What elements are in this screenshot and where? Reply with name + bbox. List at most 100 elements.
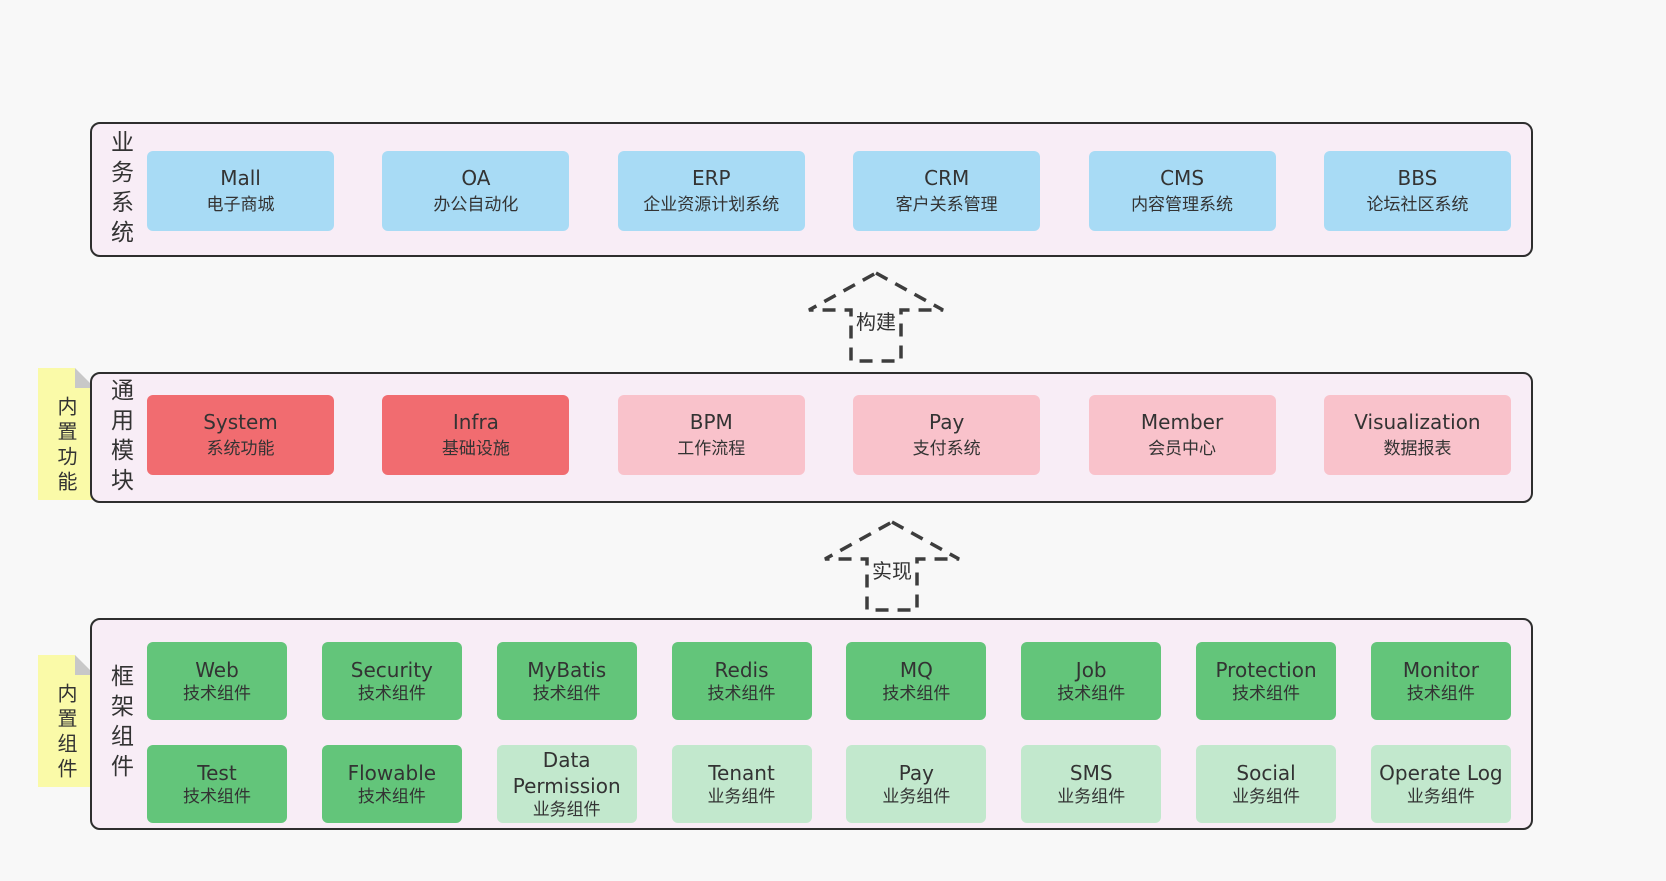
node-mall: Mall 电子商城 (147, 151, 334, 231)
node-title: Member (1140, 410, 1224, 435)
node-title: Pay (929, 410, 965, 435)
node-subtitle: 系统功能 (206, 439, 275, 460)
node-title: Flowable (347, 760, 437, 785)
node-subtitle: 技术组件 (183, 683, 251, 704)
node-title: SMS (1069, 760, 1113, 785)
node-title: Monitor (1402, 657, 1479, 682)
arrow-build: 构建 (806, 270, 946, 364)
node-member: Member 会员中心 (1088, 395, 1276, 475)
node-subtitle: 客户关系管理 (895, 195, 998, 216)
node-subtitle: 技术组件 (357, 786, 426, 807)
framework-components-row1: Web 技术组件 Security 技术组件 MyBatis 技术组件 Redi… (147, 642, 1511, 720)
node-subtitle: 业务组件 (707, 786, 776, 807)
node-subtitle: 基础设施 (441, 439, 510, 460)
node-title: Visualization (1354, 410, 1481, 435)
sticky-builtin-features-label: 内置功能 (54, 396, 78, 496)
node-pay: Pay 支付系统 (853, 395, 1041, 475)
node-job: Job 技术组件 (1021, 642, 1162, 720)
node-title: Security (350, 657, 433, 682)
common-modules-row: System 系统功能 Infra 基础设施 BPM 工作流程 Pay 支付系统… (147, 395, 1511, 475)
node-pay-biz: Pay 业务组件 (846, 745, 987, 823)
node-web: Web 技术组件 (147, 642, 287, 720)
band-framework-components: 框架组件 Web 技术组件 Security 技术组件 MyBatis 技术组件… (90, 618, 1533, 830)
node-subtitle: 业务组件 (1232, 786, 1301, 807)
node-bbs: BBS 论坛社区系统 (1323, 151, 1511, 231)
sticky-builtin-components: 内置组件 (38, 655, 95, 787)
framework-components-row2: Test 技术组件 Flowable 技术组件 Data Permission … (147, 745, 1511, 823)
node-subtitle: 电子商城 (206, 195, 275, 216)
node-crm: CRM 客户关系管理 (853, 151, 1041, 231)
node-title: MyBatis (527, 657, 607, 682)
node-flowable: Flowable 技术组件 (321, 745, 462, 823)
node-subtitle: 数据报表 (1383, 439, 1452, 460)
node-subtitle: 业务组件 (1406, 786, 1475, 807)
sticky-builtin-features: 内置功能 (38, 368, 95, 500)
node-subtitle: 业务组件 (532, 799, 601, 820)
node-subtitle: 技术组件 (1057, 683, 1126, 704)
node-test: Test 技术组件 (147, 745, 287, 823)
node-subtitle: 技术组件 (1406, 683, 1475, 704)
node-subtitle: 技术组件 (882, 683, 951, 704)
node-subtitle: 内容管理系统 (1131, 195, 1234, 216)
node-subtitle: 技术组件 (532, 683, 601, 704)
band-label-business-systems: 业务系统 (106, 129, 133, 250)
arrow-implement-label: 实现 (870, 555, 914, 584)
node-data-permission: Data Permission 业务组件 (496, 745, 637, 823)
node-subtitle: 企业资源计划系统 (643, 195, 780, 216)
business-systems-row: Mall 电子商城 OA 办公自动化 ERP 企业资源计划系统 CRM 客户关系… (147, 151, 1511, 231)
node-monitor: Monitor 技术组件 (1370, 642, 1511, 720)
node-title: Test (197, 760, 237, 785)
node-title: ERP (691, 166, 731, 191)
node-operate-log: Operate Log 业务组件 (1370, 745, 1511, 823)
node-bpm: BPM 工作流程 (617, 395, 805, 475)
node-infra: Infra 基础设施 (382, 395, 570, 475)
node-title: Operate Log (1379, 760, 1503, 785)
node-title: Web (195, 657, 239, 682)
node-system: System 系统功能 (147, 395, 334, 475)
node-title: System (203, 410, 278, 435)
node-title: Job (1075, 657, 1107, 682)
sticky-builtin-components-label: 内置组件 (54, 683, 78, 783)
node-title: CRM (924, 166, 970, 191)
node-title: CMS (1160, 166, 1205, 191)
node-tenant: Tenant 业务组件 (671, 745, 812, 823)
node-subtitle: 业务组件 (1057, 786, 1126, 807)
node-title: Protection (1215, 657, 1317, 682)
node-social: Social 业务组件 (1196, 745, 1337, 823)
band-label-framework-components: 框架组件 (106, 664, 133, 784)
node-erp: ERP 企业资源计划系统 (617, 151, 805, 231)
node-subtitle: 支付系统 (912, 439, 981, 460)
node-title: Pay (898, 760, 934, 785)
arrow-build-label: 构建 (854, 306, 898, 335)
node-title: Redis (714, 657, 769, 682)
band-common-modules: 通用模块 System 系统功能 Infra 基础设施 BPM 工作流程 Pay… (90, 372, 1533, 503)
node-title: BBS (1397, 166, 1438, 191)
node-protection: Protection 技术组件 (1196, 642, 1337, 720)
node-subtitle: 办公自动化 (433, 195, 519, 216)
node-subtitle: 技术组件 (357, 683, 426, 704)
node-subtitle: 会员中心 (1148, 439, 1217, 460)
node-subtitle: 业务组件 (882, 786, 951, 807)
node-redis: Redis 技术组件 (671, 642, 812, 720)
node-cms: CMS 内容管理系统 (1088, 151, 1276, 231)
node-title: BPM (689, 410, 733, 435)
node-title: Data Permission (512, 747, 621, 798)
node-mybatis: MyBatis 技术组件 (496, 642, 637, 720)
arrow-implement: 实现 (822, 519, 962, 613)
node-subtitle: 论坛社区系统 (1366, 195, 1469, 216)
node-oa: OA 办公自动化 (382, 151, 570, 231)
node-mq: MQ 技术组件 (846, 642, 987, 720)
node-visualization: Visualization 数据报表 (1323, 395, 1511, 475)
node-subtitle: 工作流程 (677, 439, 746, 460)
node-title: MQ (899, 657, 933, 682)
node-title: Mall (220, 166, 261, 191)
node-sms: SMS 业务组件 (1021, 745, 1162, 823)
node-title: Social (1236, 760, 1296, 785)
band-label-common-modules: 通用模块 (106, 377, 133, 498)
node-title: Tenant (708, 760, 775, 785)
band-business-systems: 业务系统 Mall 电子商城 OA 办公自动化 ERP 企业资源计划系统 CRM… (90, 122, 1533, 257)
node-subtitle: 技术组件 (183, 786, 251, 807)
node-subtitle: 技术组件 (1232, 683, 1301, 704)
node-security: Security 技术组件 (321, 642, 462, 720)
